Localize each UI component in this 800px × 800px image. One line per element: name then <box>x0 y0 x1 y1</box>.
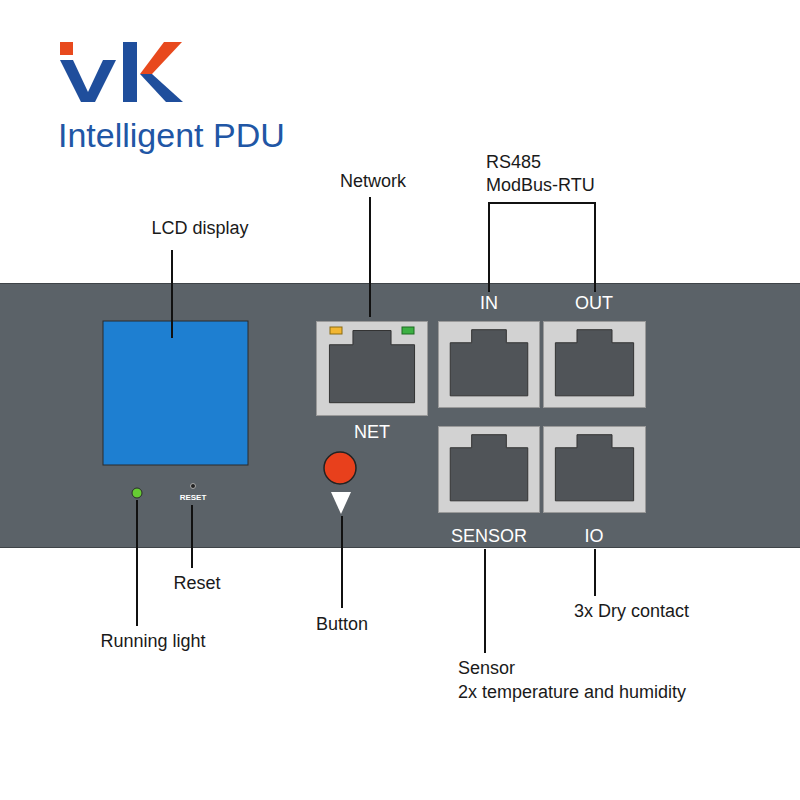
net-port: NET <box>316 321 428 416</box>
link-led <box>330 327 342 334</box>
leader-line <box>136 500 138 626</box>
callout-label: Sensor <box>458 658 515 679</box>
rj45-socket <box>316 321 428 416</box>
leader-line <box>341 516 343 608</box>
leader-line <box>191 505 193 568</box>
callout-label: Running light <box>100 631 205 652</box>
port-label: NET <box>354 422 390 443</box>
reset-caption: RESET <box>180 493 207 502</box>
socket-opening <box>450 435 528 501</box>
socket-frame <box>439 427 540 513</box>
port-label: OUT <box>575 293 613 314</box>
reset-hole <box>191 484 196 489</box>
socket-frame <box>439 322 540 408</box>
rj45-socket <box>438 321 540 408</box>
leader-line <box>369 197 371 317</box>
leader-line <box>484 549 486 653</box>
rj45-socket <box>543 426 646 513</box>
callout-label: Button <box>316 614 368 635</box>
callout-label: LCD display <box>151 218 248 239</box>
logo-square <box>60 42 73 55</box>
logo-v <box>60 60 116 102</box>
rj45-socket <box>543 321 646 408</box>
button-arrow <box>331 492 351 514</box>
running-led <box>132 488 142 498</box>
socket-opening <box>555 330 633 396</box>
callout-note: 2x temperature and humidity <box>458 682 686 703</box>
front-panel: NETINOUTSENSORIORESET <box>0 283 800 548</box>
rs485-out-port: OUT <box>543 321 646 408</box>
logo-k-arm <box>140 42 182 74</box>
logo-k-bar <box>123 42 137 102</box>
sensor-port: SENSOR <box>438 426 540 513</box>
lcd-display <box>103 321 248 465</box>
push-button <box>324 452 356 484</box>
brand-title: Intelligent PDU <box>58 116 285 155</box>
socket-frame <box>544 322 646 408</box>
io-port: IO <box>543 426 646 513</box>
socket-opening <box>329 331 414 403</box>
leader-line <box>489 203 595 292</box>
rs485-in-port: IN <box>438 321 540 408</box>
port-label: IN <box>480 293 498 314</box>
socket-opening <box>450 330 528 396</box>
port-label: IO <box>584 526 603 547</box>
activity-led <box>402 327 414 334</box>
callout-label: Reset <box>173 573 220 594</box>
protocol-label: RS485 <box>486 152 541 173</box>
callout-label: Network <box>340 171 406 192</box>
port-label: SENSOR <box>451 526 527 547</box>
logo-k-leg <box>140 74 183 102</box>
leader-line <box>594 549 596 596</box>
socket-opening <box>555 435 633 501</box>
leader-line <box>171 250 173 338</box>
socket-frame <box>544 427 646 513</box>
socket-frame <box>317 322 428 416</box>
protocol-label: ModBus-RTU <box>486 175 595 196</box>
rj45-socket <box>438 426 540 513</box>
callout-label: 3x Dry contact <box>574 601 689 622</box>
